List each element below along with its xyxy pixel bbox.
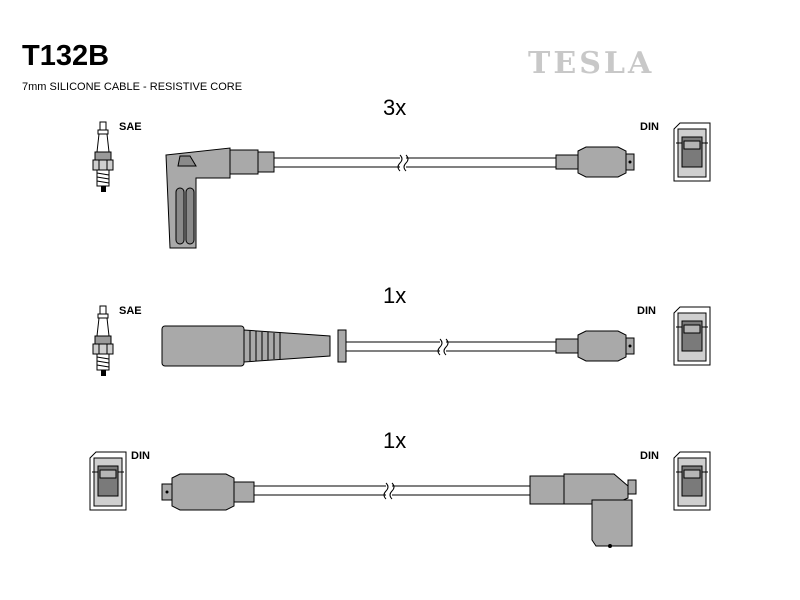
lead-2-din-socket-icon — [673, 306, 711, 366]
lead-3-left-din-boot — [161, 473, 255, 511]
lead-3 — [89, 451, 711, 548]
lead-3-right-connector-label: DIN — [640, 450, 659, 462]
lead-1-right-connector-label: DIN — [640, 121, 659, 133]
brand-logo: TESLA — [528, 46, 655, 81]
lead-2-din-boot — [555, 330, 635, 362]
lead-3-right-angled-boot — [529, 473, 637, 548]
lead-2 — [92, 305, 711, 377]
lead-1-din-boot — [555, 146, 635, 178]
lead-1-left-connector-label: SAE — [119, 121, 142, 133]
part-number: T132B — [22, 40, 110, 72]
lead-1-quantity: 3x — [383, 95, 407, 120]
lead-1-angled-boot — [165, 147, 275, 249]
lead-2-spark-plug-icon — [92, 305, 114, 377]
lead-3-quantity: 1x — [383, 428, 407, 453]
lead-2-quantity: 1x — [383, 283, 407, 308]
lead-3-left-connector-label: DIN — [131, 450, 150, 462]
lead-2-right-connector-label: DIN — [637, 305, 656, 317]
lead-2-left-connector-label: SAE — [119, 305, 142, 317]
lead-3-left-din-socket-icon — [89, 451, 127, 511]
cable-spec: 7mm SILICONE CABLE - RESISTIVE CORE — [22, 81, 243, 93]
lead-1-din-socket-icon — [673, 122, 711, 182]
lead-1 — [92, 121, 711, 249]
lead-1-spark-plug-icon — [92, 121, 114, 193]
lead-3-right-din-socket-icon — [673, 451, 711, 511]
lead-2-straight-boot — [161, 325, 347, 367]
